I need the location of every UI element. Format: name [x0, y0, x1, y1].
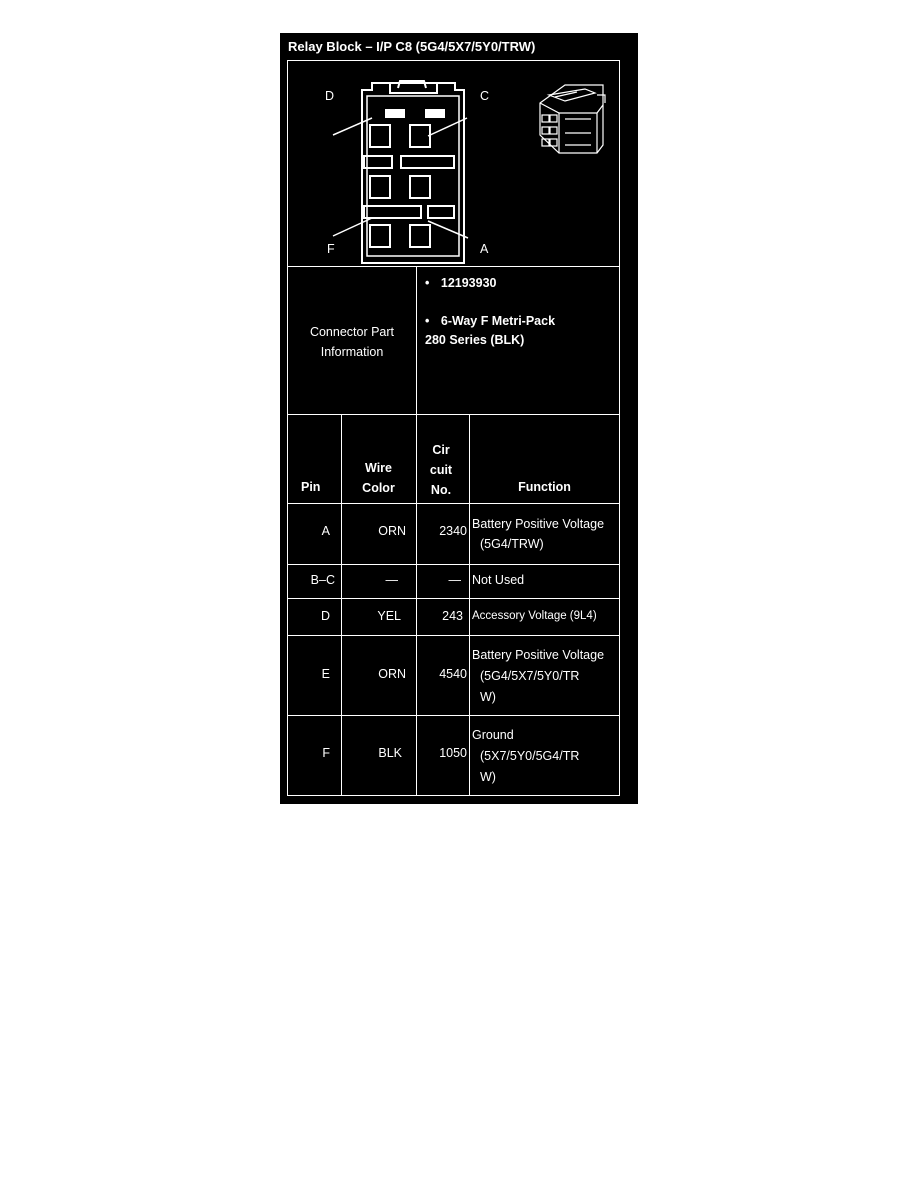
connector-face-icon: [332, 80, 469, 264]
table-cell-pin: F: [322, 746, 330, 760]
pin-label-a: A: [480, 242, 489, 256]
table-cell-pin: E: [321, 667, 330, 681]
pin-label-c: C: [480, 89, 490, 103]
table-cell-circuit: 1050: [439, 746, 467, 760]
header-pin: Pin: [301, 480, 321, 494]
divider: [416, 266, 417, 414]
connector-info-label: Connector Part Information: [309, 325, 395, 359]
table-cell-circuit: —: [448, 573, 462, 587]
divider: [287, 266, 620, 267]
table-cell-color: BLK: [378, 746, 402, 760]
table-cell-color: ORN: [378, 524, 406, 538]
pin-label-d: D: [325, 89, 335, 103]
bullet-part-number: • 12193930: [425, 276, 497, 290]
table-cell-color: ORN: [378, 667, 406, 681]
table-cell-function: Battery Positive Voltage (5G4/TRW): [472, 517, 605, 551]
header-function: Function: [518, 480, 571, 494]
row-divider: [287, 635, 620, 636]
divider: [287, 414, 620, 415]
table-cell-function: Accessory Voltage (9L4): [472, 610, 597, 622]
pin-label-f: F: [327, 242, 335, 256]
table-cell-pin: D: [320, 609, 330, 623]
page-title: Relay Block – I/P C8 (5G4/5X7/5Y0/TRW): [288, 39, 536, 54]
column-divider: [341, 414, 342, 796]
table-cell-circuit: 243: [442, 609, 463, 623]
table-cell-color: —: [385, 573, 399, 587]
table-cell-pin: B–C: [310, 573, 335, 587]
table-frame: [287, 60, 620, 796]
header-circuit: Cir cuit No.: [429, 443, 453, 497]
row-divider: [287, 564, 620, 565]
column-divider: [469, 414, 470, 796]
row-divider: [287, 598, 620, 599]
connector-panel: Relay Block – I/P C8 (5G4/5X7/5Y0/TRW): [280, 33, 638, 804]
table-cell-function: Not Used: [472, 573, 525, 587]
column-divider: [416, 414, 417, 796]
part-number: 12193930: [440, 276, 497, 290]
row-divider: [287, 715, 620, 716]
connector-series: 280 Series (BLK): [425, 333, 525, 347]
row-divider: [287, 503, 620, 504]
connector-3d-icon: [539, 84, 606, 154]
header-wire-color: Wire Color: [362, 461, 395, 495]
connector-type: 6-Way F Metri-Pack: [440, 314, 556, 328]
table-cell-circuit: 4540: [439, 667, 467, 681]
table-cell-pin: A: [321, 524, 330, 538]
table-cell-circuit: 2340: [439, 524, 467, 538]
table-cell-color: YEL: [377, 609, 401, 623]
table-cell-function: Ground (5X7/5Y0/5G4/TR W): [472, 728, 580, 784]
bullet-connector-type: • 6-Way F Metri-Pack: [425, 314, 556, 328]
table-cell-function: Battery Positive Voltage (5G4/5X7/5Y0/TR…: [472, 648, 605, 704]
